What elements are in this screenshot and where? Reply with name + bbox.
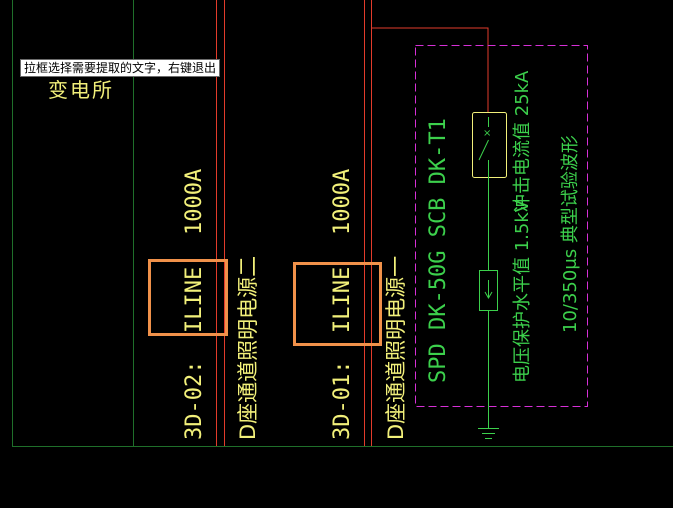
arrester-arrow-head (484, 291, 493, 299)
breaker-x-mark: × (483, 128, 491, 139)
spd-current-spec[interactable]: 冲击电流值 25kA (512, 70, 533, 212)
spd-enclosure (415, 45, 588, 407)
command-prompt-tooltip: 拉框选择需要提取的文字，右键退出 (20, 59, 221, 77)
substation-label[interactable]: 变电所 (48, 78, 114, 102)
spd-model-text[interactable]: SPD DK-50G SCB DK-T1 (426, 118, 451, 383)
circuit-1-description[interactable]: D座通道照明电源一 (384, 255, 408, 440)
spd-wave-spec[interactable]: 10/350μs 典型试验波形 (560, 135, 581, 333)
circuit-1-rating[interactable]: 1000A (330, 168, 355, 235)
circuit-2-rating[interactable]: 1000A (182, 168, 207, 235)
circuit-2-id-label[interactable]: 3D-02: (182, 360, 207, 440)
circuit-2-description[interactable]: D座通道照明电源二 (236, 255, 260, 440)
breaker-switch-blade (478, 139, 489, 161)
selection-box-circuit-1[interactable] (293, 262, 382, 346)
selection-box-circuit-2[interactable] (148, 259, 228, 336)
circuit-1-id-label[interactable]: 3D-01: (330, 360, 355, 440)
spd-feed-wire (371, 27, 489, 112)
spd-voltage-spec[interactable]: 电压保护水平值 1.5kV (512, 199, 533, 383)
spd-breaker-symbol[interactable] (472, 112, 507, 178)
